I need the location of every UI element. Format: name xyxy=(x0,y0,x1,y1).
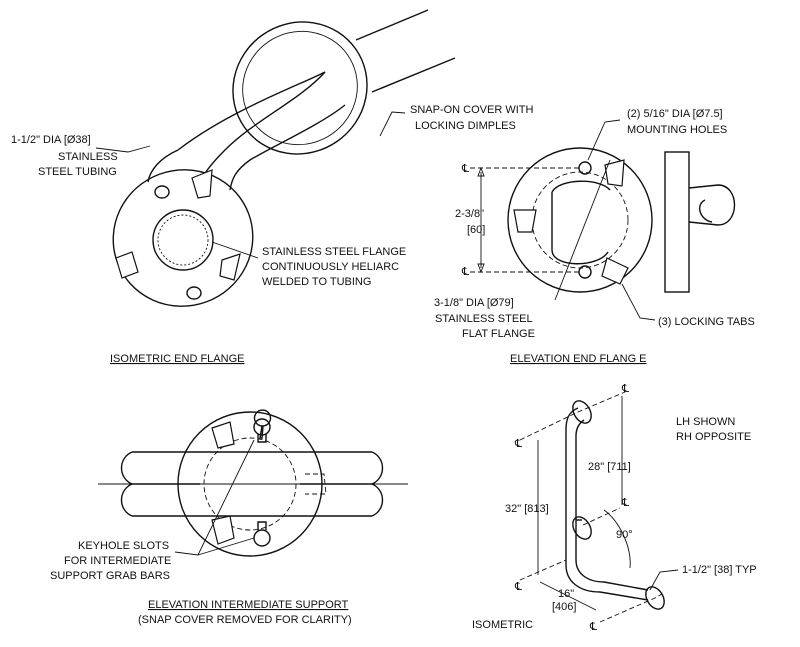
locking-tab xyxy=(211,421,235,449)
flange-note-line3: WELDED TO TUBING xyxy=(262,276,371,288)
flange-note-line2: CONTINUOUSLY HELIARC xyxy=(262,261,399,273)
tube-bore xyxy=(157,214,209,266)
locking-tab xyxy=(601,257,629,285)
angle-label: 90° xyxy=(616,529,633,541)
flange-dia-leader xyxy=(554,159,611,301)
side-flange xyxy=(664,151,690,293)
cl-mark-lower: ℄ xyxy=(461,266,469,278)
locking-tab xyxy=(191,169,213,199)
holes-leader xyxy=(587,119,621,161)
cl-mark-upper: ℄ xyxy=(461,163,469,175)
tubing-leader xyxy=(95,145,151,153)
end-flange xyxy=(112,169,254,307)
iso-end-flange-title: ISOMETRIC END FLANGE xyxy=(110,353,244,365)
flat-flange xyxy=(507,147,653,293)
grab-bar-inner xyxy=(575,419,649,591)
flange-note-line1: STAINLESS STEEL FLANGE xyxy=(262,246,406,258)
hand-note-line1: LH SHOWN xyxy=(676,416,735,428)
cover-inner-rim xyxy=(242,30,358,146)
tube-hidden-outline xyxy=(531,171,629,269)
cover-note-line1: SNAP-ON COVER WITH xyxy=(410,104,534,116)
flange-dia-line1: 3-1/8" DIA [Ø79] xyxy=(434,297,514,309)
keyhole-slot-lower-stem xyxy=(257,521,267,530)
tubing-note-line3: STEEL TUBING xyxy=(38,166,117,178)
elev-intermediate-title: ELEVATION INTERMEDIATE SUPPORT xyxy=(148,599,349,611)
dim-horizontal-line2: [406] xyxy=(552,601,576,613)
locking-tab xyxy=(211,515,235,545)
tube-bend-inner xyxy=(229,104,346,191)
locking-tab xyxy=(219,253,241,281)
keyhole-note-line2: FOR INTERMEDIATE xyxy=(64,555,171,567)
tube-leader xyxy=(649,569,679,591)
spacing-dim-line2: [60] xyxy=(467,224,485,236)
tubing-note-line2: STAINLESS xyxy=(58,151,118,163)
tube-hidden-outline xyxy=(203,437,297,531)
elevation-intermediate-view: KEYHOLE SLOTS FOR INTERMEDIATE SUPPORT G… xyxy=(50,409,408,626)
locking-tab xyxy=(513,209,537,233)
tube-weld-ring xyxy=(152,209,214,271)
isometric-grab-bar-view: ℄ ℄ ℄ ℄ ℄ LH SHOWN RH OPPOSITE 28" [711]… xyxy=(472,383,757,633)
locking-tab xyxy=(115,251,139,279)
mounting-hole xyxy=(154,185,170,199)
cl-mark-left: ℄ xyxy=(514,438,522,450)
cl-mark-end: ℄ xyxy=(589,621,597,633)
tube-section xyxy=(551,192,609,265)
holes-note-line2: MOUNTING HOLES xyxy=(627,124,727,136)
tabs-note: (3) LOCKING TABS xyxy=(658,316,755,328)
mounting-hole xyxy=(578,161,592,175)
centerline-top xyxy=(519,391,626,441)
elev-intermediate-subtitle: (SNAP COVER REMOVED FOR CLARITY) xyxy=(138,614,352,626)
tube-upper-edge xyxy=(177,71,326,151)
intermediate-flange xyxy=(572,516,592,540)
flange-dia-line2: STAINLESS STEEL xyxy=(435,313,533,325)
keyhole-note-line1: KEYHOLE SLOTS xyxy=(78,540,169,552)
keyhole-leader-upper xyxy=(174,439,255,556)
tubing-note-line1: 1-1/2" DIA [Ø38] xyxy=(11,134,91,146)
tube-back-upper xyxy=(355,9,429,41)
tube-back-lower xyxy=(371,57,456,93)
isometric-title: ISOMETRIC xyxy=(472,619,533,631)
mounting-hole xyxy=(186,286,202,300)
cl-mark-top: ℄ xyxy=(621,383,629,395)
centerline-mid xyxy=(582,507,621,526)
dim-upper: 28" [711] xyxy=(588,461,631,473)
centerline-bottom-right xyxy=(599,593,663,623)
dim-horizontal-line1: 16" xyxy=(558,588,574,600)
dimension-arrows xyxy=(477,166,485,274)
flange-leader xyxy=(211,241,259,259)
holes-note-line1: (2) 5/16" DIA [Ø7.5] xyxy=(627,108,723,120)
keyhole-slot-upper xyxy=(253,418,271,436)
isometric-end-flange-view: 1-1/2" DIA [Ø38] STAINLESS STEEL TUBING … xyxy=(11,9,534,365)
spacing-dim-line1: 2-3/8" xyxy=(455,208,484,220)
grab-bar-outer xyxy=(565,407,649,601)
dim-horizontal-line xyxy=(539,581,597,611)
dim-total: 32" [813] xyxy=(505,503,549,515)
locking-tab-hidden xyxy=(305,473,327,495)
tube-note: 1-1/2" [38] TYP xyxy=(682,564,757,576)
cl-mark-bottom: ℄ xyxy=(514,581,522,593)
side-tube xyxy=(688,184,736,226)
snap-on-cover xyxy=(232,21,368,155)
keyhole-slot-upper-stem xyxy=(257,434,267,443)
side-tube-curve xyxy=(698,199,713,223)
angle-arc xyxy=(603,509,631,569)
keyhole-note-line3: SUPPORT GRAB BARS xyxy=(50,570,170,582)
locking-tab xyxy=(604,159,625,187)
keyhole-leader-lower xyxy=(197,537,255,556)
elevation-end-flange-view: ℄ ℄ (2) 5/16" DIA [Ø7.5] MOUNTING HOLES … xyxy=(434,108,755,365)
cover-leader xyxy=(379,111,406,137)
upper-flange xyxy=(572,400,592,424)
elev-end-flange-title: ELEVATION END FLANG E xyxy=(510,353,647,365)
tube-section-top xyxy=(551,180,611,193)
keyhole-slot-lower xyxy=(253,529,271,547)
flange-dia-line3: FLAT FLANGE xyxy=(462,328,535,340)
cover-note-line2: LOCKING DIMPLES xyxy=(415,120,516,132)
hand-note-line2: RH OPPOSITE xyxy=(676,431,751,443)
centerline-bottom-left xyxy=(519,559,567,581)
cl-mark-mid: ℄ xyxy=(621,497,629,509)
intermediate-flange xyxy=(177,411,323,557)
mounting-hole xyxy=(578,265,592,279)
tabs-leader xyxy=(621,283,656,321)
